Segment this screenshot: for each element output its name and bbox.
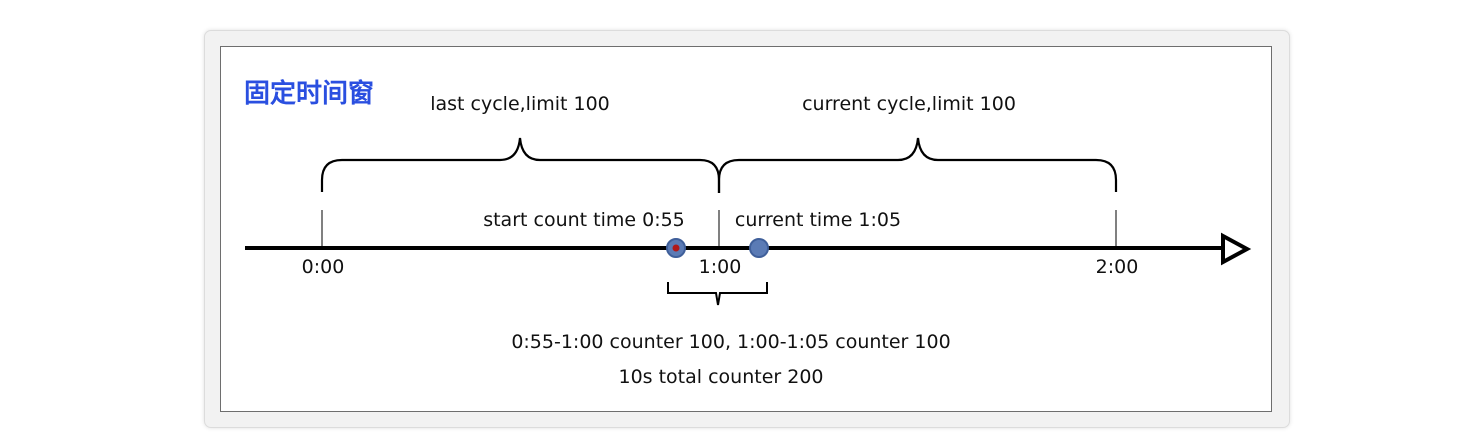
current-cycle-brace (717, 137, 1118, 193)
start-count-label: start count time 0:55 (483, 209, 685, 231)
tick-label-2-00: 2:00 (1096, 256, 1139, 278)
start-count-dot-center (672, 244, 680, 252)
last-cycle-brace (320, 137, 721, 193)
last-cycle-label: last cycle,limit 100 (430, 93, 610, 115)
tick-label-1-00: 1:00 (699, 256, 742, 278)
counter-note-line1: 0:55-1:00 counter 100, 1:00-1:05 counter… (511, 331, 950, 353)
timeline-arrow-icon (1221, 232, 1252, 266)
window-bracket (667, 282, 768, 306)
tick-label-0-00: 0:00 (302, 256, 345, 278)
current-time-dot (749, 238, 769, 258)
diagram-title: 固定时间窗 (244, 78, 374, 109)
counter-note-line2: 10s total counter 200 (618, 366, 823, 388)
current-time-label: current time 1:05 (735, 209, 901, 231)
diagram-inner-frame (220, 46, 1272, 412)
current-cycle-label: current cycle,limit 100 (802, 93, 1016, 115)
